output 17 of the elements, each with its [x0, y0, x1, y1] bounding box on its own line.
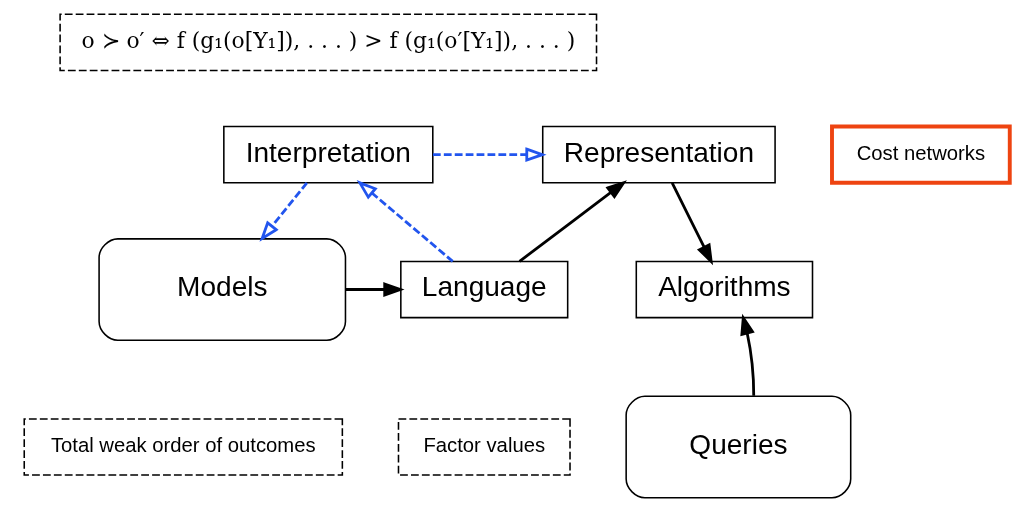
arrow — [432, 147, 547, 163]
arrow — [356, 180, 454, 263]
node-box: Models — [97, 238, 346, 341]
node-box: Total weak order of outcomes — [22, 418, 343, 476]
node-box: Queries — [624, 395, 851, 499]
node-box: Representation — [541, 125, 776, 184]
node-box: Factor values — [397, 418, 571, 476]
arrow — [518, 180, 627, 263]
node-box: Interpretation — [222, 125, 434, 184]
node-box: Algorithms — [635, 260, 813, 319]
arrow — [259, 182, 308, 242]
node-box: Language — [399, 260, 568, 319]
node-box: o ≻ o′ ⇔ f (g₁(o[Y₁]), . . . ) > f (g₁(o′[Y₁]), . . . ) — [58, 13, 597, 72]
arrow — [670, 182, 713, 266]
node-box: Cost networks — [829, 124, 1012, 185]
arrow — [345, 282, 405, 297]
arrow — [739, 313, 755, 396]
